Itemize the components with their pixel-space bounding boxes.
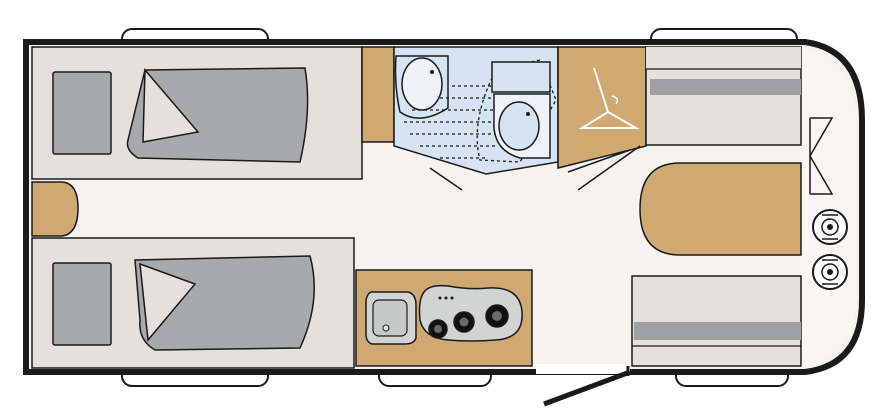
pillow-bottom (52, 262, 112, 346)
front-dinette (631, 46, 802, 367)
blanket-fold-bottom (139, 262, 197, 342)
front-nose (800, 46, 856, 368)
washroom-door (429, 167, 463, 191)
dinette-table (639, 162, 802, 256)
shower-tray-icon (404, 59, 557, 163)
kitchen (355, 269, 533, 367)
gas-bottle-icon-1 (812, 209, 848, 245)
entrance-door-leaf (543, 369, 631, 407)
hanger-icon (578, 67, 640, 129)
single-bed-top (31, 46, 363, 180)
bench-top-cushion-fill (646, 47, 801, 69)
cabinet-top (361, 46, 395, 143)
bench-top-cushion-stripe (650, 79, 801, 95)
nightstand (31, 181, 79, 237)
washroom (393, 46, 559, 191)
bench-bottom (631, 275, 802, 367)
entrance-door (536, 364, 631, 407)
wardrobe-door-1 (567, 149, 631, 173)
toilet-cistern-icon (491, 61, 551, 93)
gas-bottle-icon-2 (812, 254, 848, 290)
blanket-top (126, 67, 309, 163)
single-bed-bottom (31, 237, 355, 369)
blanket-fold-top (142, 68, 200, 143)
wardrobe-body (557, 46, 647, 169)
washbasin-bowl-icon (401, 57, 443, 111)
pillow-top (52, 71, 112, 155)
wardrobe-door-2 (577, 145, 641, 191)
bench-bottom-cushion-stripe (634, 322, 801, 340)
front-wall-details (809, 117, 834, 195)
wardrobe (557, 46, 647, 191)
